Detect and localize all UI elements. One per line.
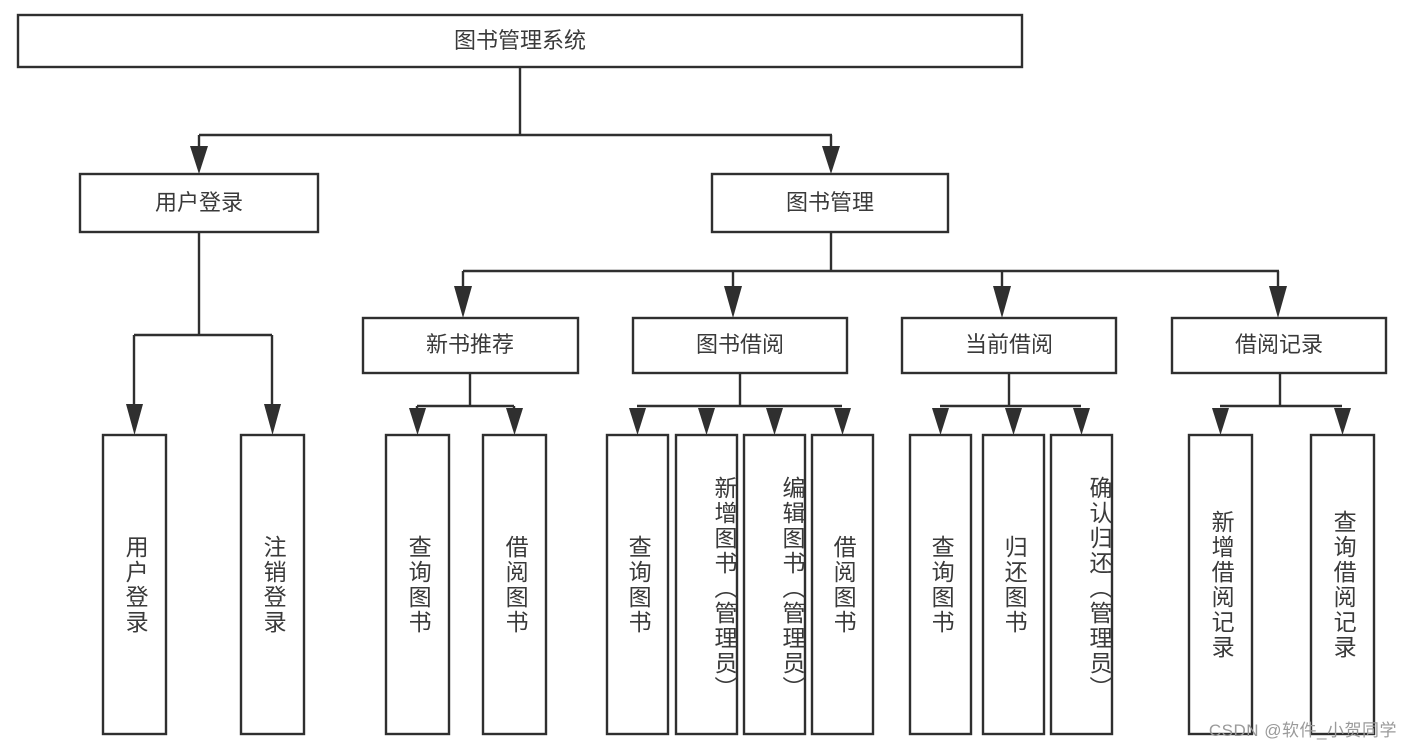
node-box-leaf-return-book[interactable]: [981, 433, 1046, 736]
arrow-head-cb-to-leaf2: [1005, 408, 1022, 435]
arrow-head-nbr-to-leaf2: [506, 408, 523, 435]
node-label-borrow-records: 借阅记录: [1235, 332, 1323, 357]
connector-group-root: [190, 67, 840, 174]
node-label-current-borrow: 当前借阅: [965, 332, 1053, 357]
node-box-leaf-borrow-book-borrow[interactable]: [810, 433, 875, 736]
node-box-book-management[interactable]: [710, 172, 950, 234]
node-box-current-borrow[interactable]: [900, 316, 1118, 375]
node-box-new-book-recommend[interactable]: [361, 316, 580, 375]
arrow-head-cb-to-leaf3: [1073, 408, 1090, 435]
node-box-root[interactable]: [16, 13, 1024, 69]
connector-group-book-borrow: [629, 373, 851, 435]
node-box-leaf-edit-book-admin[interactable]: [742, 433, 807, 736]
node-box-leaf-query-book-current[interactable]: [908, 433, 973, 736]
node-box-leaf-query-book-borrow[interactable]: [605, 433, 670, 736]
node-box-leaf-add-book-admin[interactable]: [674, 433, 739, 736]
node-box-leaf-confirm-return-admin[interactable]: [1049, 433, 1114, 736]
node-label-book-borrow: 图书借阅: [696, 332, 784, 357]
arrow-head-br-to-leaf1: [1212, 408, 1229, 435]
node-label-book-management: 图书管理: [786, 190, 874, 215]
node-box-book-borrow[interactable]: [631, 316, 849, 375]
node-box-leaf-query-borrow-record[interactable]: [1309, 433, 1376, 736]
arrow-head-bm-to-borrow-records: [1269, 286, 1287, 318]
node-label-new-book-recommend: 新书推荐: [426, 332, 514, 357]
arrow-head-br-to-leaf2: [1334, 408, 1351, 435]
arrow-head-cb-to-leaf1: [932, 408, 949, 435]
arrow-head-bm-to-new-book-recommend: [454, 286, 472, 318]
connector-group-current-borrow: [932, 373, 1090, 435]
arrow-head-bb-to-leaf1: [629, 408, 646, 435]
node-box-borrow-records[interactable]: [1170, 316, 1388, 375]
arrow-head-bm-to-current-borrow: [993, 286, 1011, 318]
csdn-watermark: CSDN @软件_小贺同学: [1208, 721, 1397, 740]
connector-group-book-management: [454, 232, 1287, 318]
arrow-head-bb-to-leaf4: [834, 408, 851, 435]
connector-group-new-book-recommend: [409, 373, 523, 435]
node-box-user-login[interactable]: [78, 172, 320, 234]
arrow-head-root-to-book-management: [822, 146, 840, 174]
node-label-root: 图书管理系统: [454, 28, 586, 53]
arrow-head-root-to-user-login: [190, 146, 208, 174]
node-box-leaf-query-book-recommend[interactable]: [384, 433, 451, 736]
arrow-head-nbr-to-leaf1: [409, 408, 426, 435]
node-box-leaf-user-login[interactable]: [101, 433, 168, 736]
node-box-leaf-add-borrow-record[interactable]: [1187, 433, 1254, 736]
arrow-head-user-login-to-leaf1: [126, 404, 143, 435]
node-box-leaf-borrow-book-recommend[interactable]: [481, 433, 548, 736]
arrow-head-bb-to-leaf2: [698, 408, 715, 435]
connector-group-user-login: [126, 232, 281, 435]
arrow-head-bb-to-leaf3: [766, 408, 783, 435]
connector-group-borrow-records: [1212, 373, 1351, 435]
arrow-head-bm-to-book-borrow: [724, 286, 742, 318]
arrow-head-user-login-to-leaf2: [264, 404, 281, 435]
node-label-user-login: 用户登录: [155, 190, 243, 215]
node-box-leaf-logout-login[interactable]: [239, 433, 306, 736]
